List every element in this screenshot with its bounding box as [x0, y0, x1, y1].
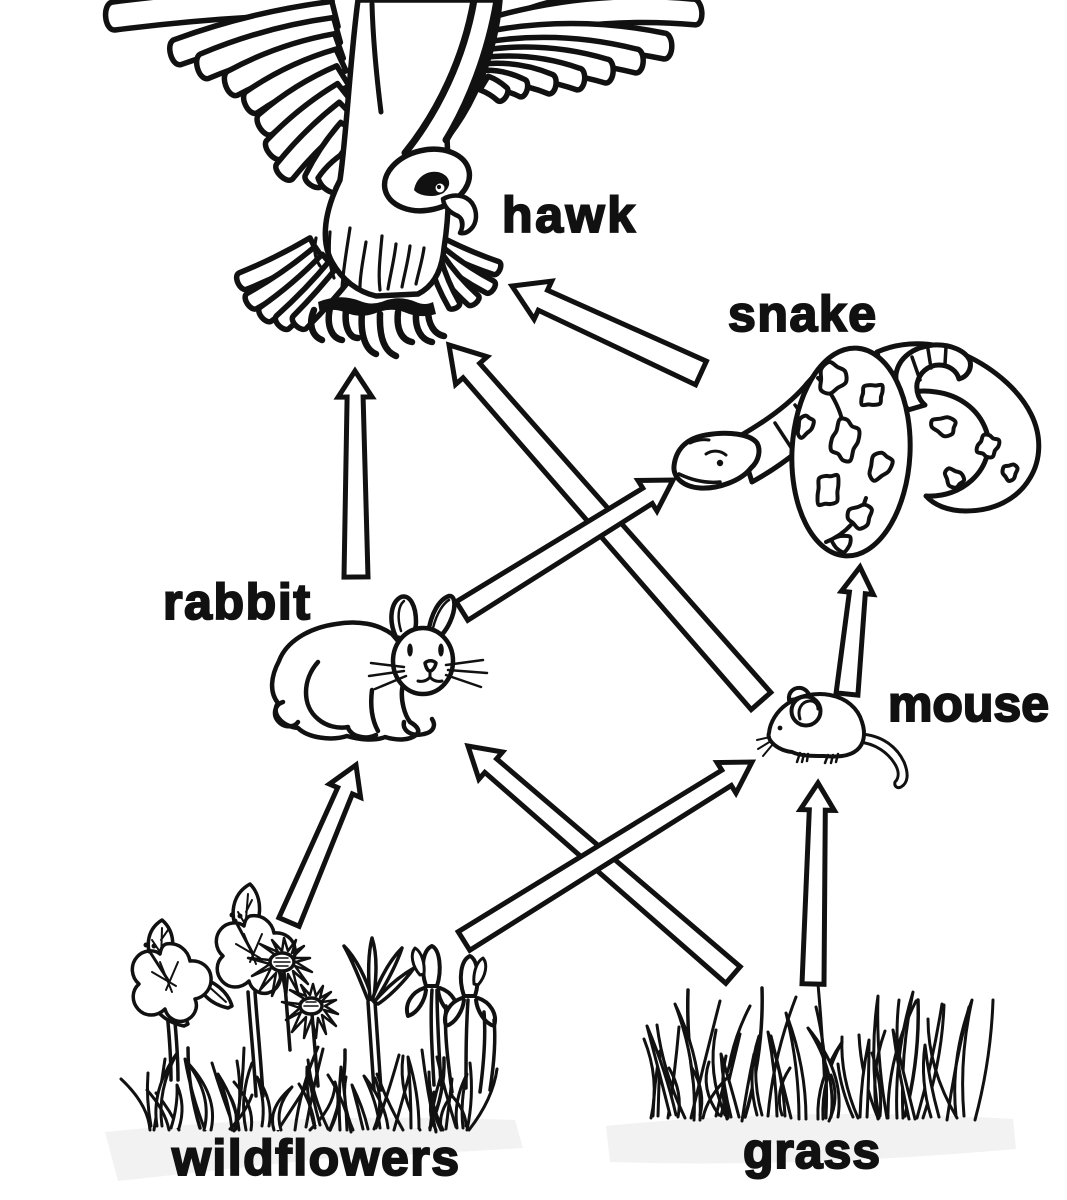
- svg-text:rabbit: rabbit: [163, 574, 310, 630]
- svg-text:mouse: mouse: [888, 676, 1049, 732]
- svg-text:hawk: hawk: [502, 187, 635, 243]
- svg-text:wildflowers: wildflowers: [171, 1130, 459, 1186]
- svg-text:grass: grass: [743, 1123, 880, 1179]
- svg-text:snake: snake: [728, 286, 876, 342]
